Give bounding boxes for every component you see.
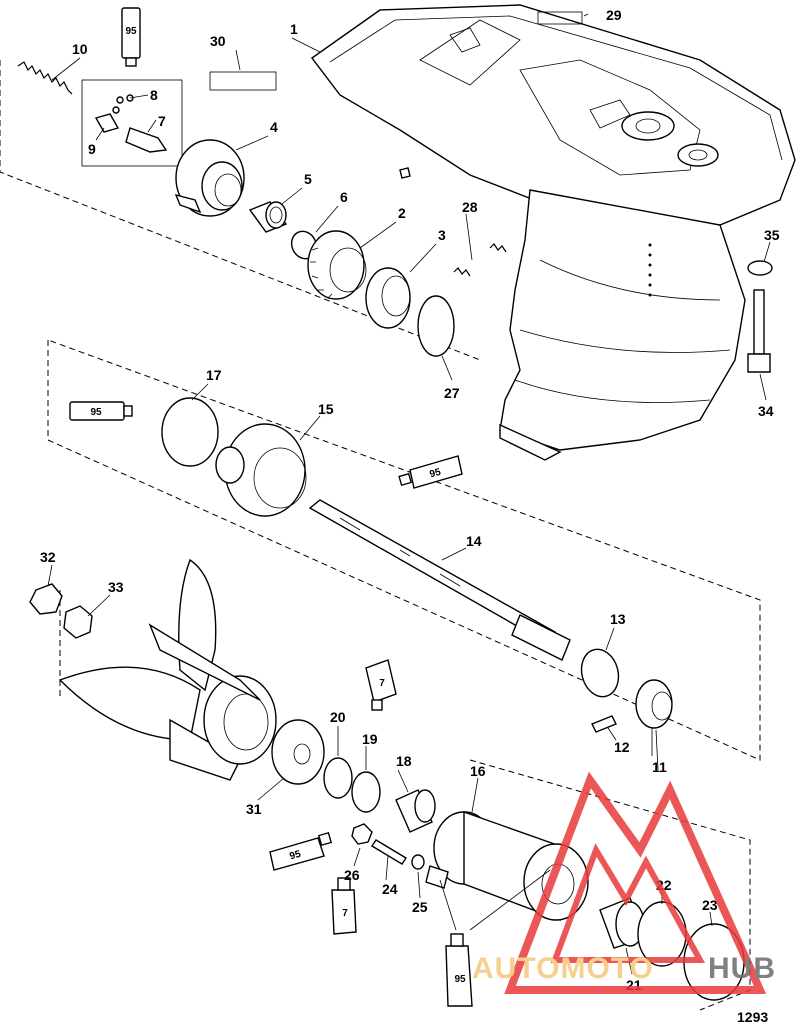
tab-washer-part (63, 605, 93, 639)
sealant-tube-1: 95 (121, 7, 141, 67)
tube-label: 7 (379, 678, 385, 689)
part-label-1: 1 (290, 21, 298, 37)
large-oring-part (417, 295, 455, 357)
part-label-35: 35 (764, 227, 780, 243)
part-label-23: 23 (702, 897, 718, 913)
tube-label: 95 (428, 467, 442, 481)
part-label-17: 17 (206, 367, 222, 383)
small-washer-part (411, 854, 425, 870)
sealant-tube-3: 95 (398, 455, 463, 489)
part-label-24: 24 (382, 881, 398, 897)
oil-seal-part (323, 757, 353, 799)
forward-gear-part (215, 423, 307, 517)
part-label-14: 14 (466, 533, 482, 549)
part-label-29: 29 (606, 7, 622, 23)
part-label-4: 4 (270, 119, 278, 135)
propeller-part (58, 558, 277, 781)
part-label-27: 27 (444, 385, 460, 401)
tube-label: 7 (342, 908, 348, 919)
sealant-tube-7: 7 (331, 877, 357, 935)
part-label-12: 12 (614, 739, 630, 755)
part-label-16: 16 (470, 763, 486, 779)
part-label-2: 2 (398, 205, 406, 221)
part-label-18: 18 (396, 753, 412, 769)
part-label-10: 10 (72, 41, 88, 57)
part-label-7: 7 (158, 113, 166, 129)
pinion-gear-part (307, 230, 367, 300)
gear-housing (311, 4, 796, 461)
tube-label: 95 (288, 849, 302, 863)
part-label-3: 3 (438, 227, 446, 243)
reference-box-29 (537, 11, 583, 25)
detent-springs-part (453, 243, 507, 277)
part-label-20: 20 (330, 709, 346, 725)
part-label-28: 28 (462, 199, 478, 215)
thrust-hub-part (271, 719, 325, 785)
bearing-carrier-part (174, 139, 245, 217)
part-label-31: 31 (246, 801, 262, 817)
bearing-sleeve-part (248, 201, 288, 233)
propeller-nut-part (29, 583, 63, 615)
part-label-32: 32 (40, 549, 56, 565)
part-label-13: 13 (610, 611, 626, 627)
small-nut-part (351, 823, 373, 845)
group-outlines (0, 60, 761, 1011)
inset-box (81, 79, 183, 167)
carrier-oring-part (161, 397, 219, 467)
part-label-5: 5 (304, 171, 312, 187)
bearing-cup-part (365, 267, 411, 329)
reference-box-30 (209, 71, 277, 91)
sealant-tube-2: 95 (69, 401, 133, 421)
part-label-9: 9 (88, 141, 96, 157)
watermark-logo (504, 771, 767, 994)
thrust-washer-part (599, 897, 647, 949)
watermark: AUTOMOTO HUB (472, 771, 776, 994)
sealant-tube-8: 7 (399, 167, 411, 179)
part-label-11: 11 (652, 759, 667, 775)
part-label-33: 33 (108, 579, 124, 595)
part-label-19: 19 (362, 731, 378, 747)
sealant-tube-6: 7 (365, 659, 397, 711)
sealant-tube-4: 95 (269, 831, 333, 871)
tube-label: 95 (125, 26, 137, 37)
tube-label: 95 (454, 974, 466, 985)
washer-part (747, 260, 773, 276)
part-number-labels: 1 2 3 4 5 6 7 8 9 10 11 12 13 14 15 16 1… (40, 7, 780, 993)
oil-seal-inner-part (351, 771, 381, 813)
propeller-shaft-part (308, 499, 571, 661)
stud-part (371, 839, 407, 865)
leader-lines (47, 13, 771, 975)
cross-pin-part (591, 715, 617, 733)
part-label-26: 26 (344, 867, 360, 883)
watermark-text-secondary: HUB (708, 952, 776, 985)
clutch-part (635, 679, 673, 729)
carrier-bearing-part (395, 789, 436, 833)
gear-housing-carrier-part (425, 811, 589, 922)
part-label-15: 15 (318, 401, 334, 417)
part-label-30: 30 (210, 33, 226, 49)
sealant-tube-5: 95 (445, 933, 473, 1007)
bolt-part (747, 289, 771, 373)
part-label-25: 25 (412, 899, 428, 915)
retaining-ring-part (580, 648, 620, 698)
part-label-8: 8 (150, 87, 158, 103)
part-label-34: 34 (758, 403, 774, 419)
diagram-number: 1293 (737, 1009, 768, 1025)
water-intake-holes (648, 243, 652, 297)
part-label-6: 6 (340, 189, 348, 205)
watermark-text-primary: AUTOMOTO (472, 952, 654, 985)
spring-part (17, 61, 73, 95)
tube-label: 95 (90, 407, 102, 418)
